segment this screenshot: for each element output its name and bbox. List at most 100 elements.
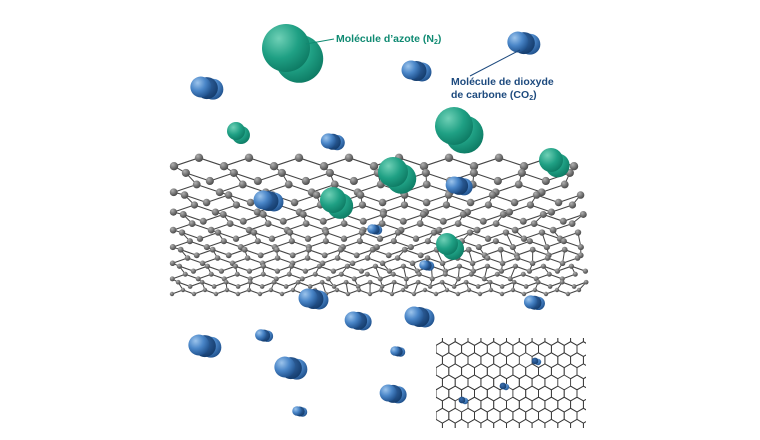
carbon-atom: [465, 246, 472, 253]
carbon-atom: [422, 287, 428, 293]
carbon-atom: [301, 176, 310, 186]
carbon-atom: [487, 279, 493, 285]
carbon-atom: [579, 210, 587, 218]
co2-label-line1: Molécule de dioxyde: [451, 76, 554, 88]
co2-molecule: [292, 406, 308, 417]
carbon-atom: [451, 284, 457, 289]
carbon-atom: [466, 229, 474, 236]
carbon-atom: [169, 162, 179, 171]
carbon-atom: [253, 208, 262, 216]
carbon-atom: [400, 287, 406, 293]
carbon-atom: [344, 153, 354, 162]
carbon-atom: [199, 217, 207, 225]
carbon-atom: [257, 291, 263, 297]
co2-molecule: [298, 288, 329, 310]
carbon-atom: [268, 287, 274, 293]
carbon-atom: [430, 229, 438, 236]
carbon-atom: [202, 287, 208, 293]
carbon-atom: [377, 276, 383, 282]
carbon-atom: [316, 263, 323, 269]
co2-label: Molécule de dioxyde de carbone (CO2): [451, 76, 554, 102]
carbon-atom: [411, 291, 417, 297]
carbon-atom: [560, 180, 569, 189]
carbon-atom: [577, 244, 584, 251]
carbon-atom: [538, 229, 546, 236]
carbon-atom: [238, 180, 247, 189]
carbon-atom: [400, 201, 409, 209]
carbon-atom: [367, 291, 373, 297]
co2-molecule: [344, 311, 372, 331]
carbon-atom: [517, 168, 526, 177]
carbon-atom: [390, 238, 397, 245]
carbon-atom: [439, 260, 446, 267]
carbon-atom: [186, 238, 193, 245]
carbon-atom: [302, 220, 310, 227]
carbon-atom: [376, 235, 384, 242]
carbon-atom: [253, 176, 262, 186]
carbon-atom: [358, 201, 367, 209]
carbon-atom: [444, 191, 453, 199]
carbon-atom: [219, 210, 227, 218]
carbon-atom: [234, 271, 240, 277]
carbon-atom: [250, 229, 258, 236]
n2-molecule-labeled: [262, 24, 324, 83]
carbon-atom: [510, 287, 516, 293]
carbon-atom: [199, 279, 205, 285]
carbon-atom: [559, 217, 567, 225]
carbon-atom: [379, 260, 386, 267]
carbon-atom: [369, 162, 379, 171]
carbon-atom: [245, 226, 253, 234]
carbon-atom: [509, 244, 516, 251]
carbon-atom: [244, 153, 254, 162]
carbon-atom: [424, 255, 431, 261]
carbon-atom: [187, 284, 193, 289]
carbon-atom: [546, 271, 552, 277]
carbon-atom: [283, 284, 289, 289]
carbon-atom: [519, 217, 527, 225]
carbon-atom: [343, 279, 349, 285]
carbon-atom: [494, 153, 504, 162]
carbon-atom: [519, 162, 529, 171]
carbon-atom: [299, 210, 307, 218]
carbon-atom: [241, 246, 248, 253]
carbon-atom: [394, 255, 401, 261]
carbon-atom: [385, 252, 392, 259]
n2-molecule: [320, 187, 354, 219]
carbon-atom: [475, 244, 482, 251]
carbon-atom: [353, 252, 360, 259]
inset-co2-molecule: [499, 382, 510, 391]
carbon-atom: [444, 153, 454, 162]
carbon-atom: [561, 246, 568, 253]
carbon-atom: [473, 226, 481, 234]
carbon-atom: [211, 284, 217, 289]
carbon-atom: [469, 260, 476, 267]
carbon-atom: [559, 279, 565, 285]
carbon-atom: [208, 271, 214, 277]
carbon-atom: [499, 210, 507, 218]
carbon-atom: [169, 276, 175, 282]
carbon-atom: [288, 238, 295, 245]
carbon-atom: [284, 180, 293, 189]
carbon-atom: [246, 198, 255, 207]
carbon-atom: [560, 238, 567, 245]
carbon-atom: [247, 279, 253, 285]
carbon-atom: [319, 279, 325, 285]
carbon-atom: [400, 263, 407, 269]
carbon-atom: [401, 246, 408, 253]
carbon-atom: [415, 279, 421, 285]
carbon-atom: [312, 271, 318, 277]
carbon-atom: [475, 284, 481, 289]
carbon-atom: [571, 284, 577, 289]
carbon-atom: [180, 191, 189, 199]
co2-molecule: [255, 329, 274, 342]
carbon-atom: [177, 246, 184, 253]
carbon-atom: [409, 260, 416, 267]
carbon-atom: [539, 210, 547, 218]
carbon-atom: [422, 198, 431, 207]
inset-co2-molecule: [458, 396, 469, 405]
carbon-atom: [554, 268, 561, 274]
carbon-atom: [364, 271, 370, 277]
carbon-atom: [455, 291, 461, 297]
carbon-atom: [484, 263, 491, 269]
n2-molecule: [435, 107, 484, 154]
